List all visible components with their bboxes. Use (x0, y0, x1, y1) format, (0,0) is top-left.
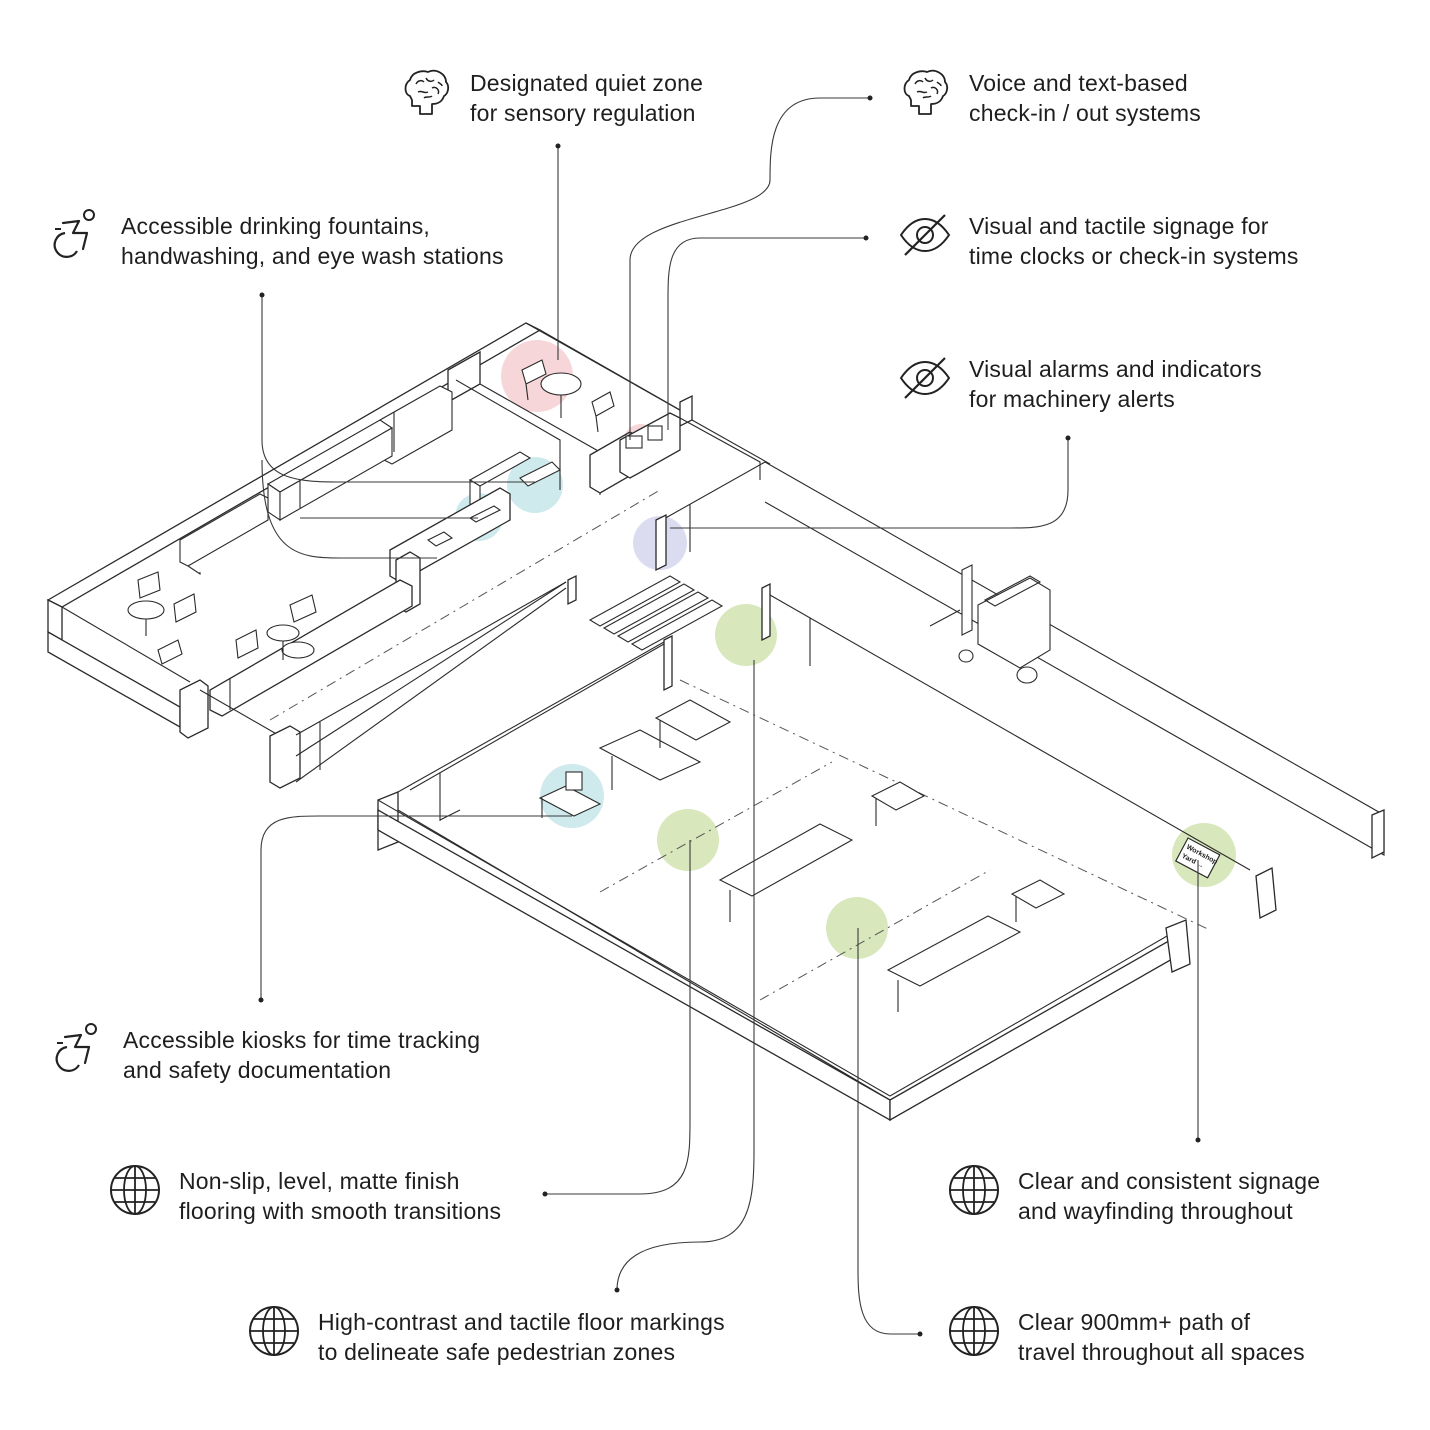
fence-upper-left (295, 581, 567, 770)
corridor (269, 461, 1385, 860)
callout-line: handwashing, and eye wash stations (121, 243, 504, 269)
callout-line: Visual and tactile signage for (969, 213, 1269, 239)
globe-icon (107, 1162, 163, 1218)
callout-line: Designated quiet zone (470, 70, 704, 96)
upper-building (46, 322, 771, 789)
callout-floor-markings: High-contrast and tactile floor markings… (246, 1307, 725, 1367)
callout-line: Visual alarms and indicators (969, 356, 1262, 382)
callout-path-travel: Clear 900mm+ path of travel throughout al… (946, 1307, 1305, 1367)
callout-line: flooring with smooth transitions (179, 1198, 502, 1224)
callout-line: to delineate safe pedestrian zones (318, 1339, 676, 1365)
globe-icon (946, 1162, 1002, 1218)
callout-line: Non-slip, level, matte finish (179, 1168, 460, 1194)
callout-line: and safety documentation (123, 1057, 392, 1083)
callout-voice-checkin: Voice and text-based check-in / out syste… (897, 68, 1201, 128)
crosswalk (588, 575, 724, 651)
wheelchair-icon (49, 207, 105, 263)
callout-quiet-zone: Designated quiet zone for sensory regulat… (398, 68, 703, 128)
wheelchair-icon (51, 1021, 107, 1077)
callout-line: for sensory regulation (470, 100, 696, 126)
callout-signage: Clear and consistent signage and wayfindi… (946, 1166, 1320, 1226)
globe-icon (946, 1303, 1002, 1359)
callout-fountains: Accessible drinking fountains, handwashin… (49, 211, 504, 271)
forklift (929, 564, 1051, 684)
callout-line: travel throughout all spaces (1018, 1339, 1305, 1365)
fence-workshop-right (769, 594, 1251, 871)
callout-line: Clear 900mm+ path of (1018, 1309, 1251, 1335)
path-highlight (826, 897, 888, 959)
workshop-yard-sign: Workshop Yard → (1174, 837, 1221, 879)
floor-highlight (657, 809, 719, 871)
globe-icon (246, 1303, 302, 1359)
callout-line: and wayfinding throughout (1018, 1198, 1293, 1224)
eye-slash-icon (897, 207, 953, 263)
eye-slash-icon (897, 350, 953, 406)
callout-line: check-in / out systems (969, 100, 1201, 126)
workshop: Workshop Yard → (377, 582, 1277, 1122)
callout-line: for machinery alerts (969, 386, 1175, 412)
callout-line: time clocks or check-in systems (969, 243, 1299, 269)
callout-line: High-contrast and tactile floor markings (318, 1309, 725, 1335)
callout-line: Accessible drinking fountains, (121, 213, 430, 239)
callout-kiosks: Accessible kiosks for time tracking and s… (51, 1025, 480, 1085)
callout-visual-alarms: Visual alarms and indicators for machiner… (897, 354, 1262, 414)
callout-line: Voice and text-based (969, 70, 1188, 96)
leader-lines (258, 95, 1201, 1337)
brain-icon (897, 64, 953, 120)
callout-tactile-signage: Visual and tactile signage for time clock… (897, 211, 1299, 271)
brain-icon (398, 64, 454, 120)
callout-line: Accessible kiosks for time tracking (123, 1027, 481, 1053)
callout-flooring: Non-slip, level, matte finish flooring wi… (107, 1166, 501, 1226)
fence-workshop-left (409, 643, 665, 821)
callout-line: Clear and consistent signage (1018, 1168, 1321, 1194)
highlight-circles (421, 340, 1236, 959)
